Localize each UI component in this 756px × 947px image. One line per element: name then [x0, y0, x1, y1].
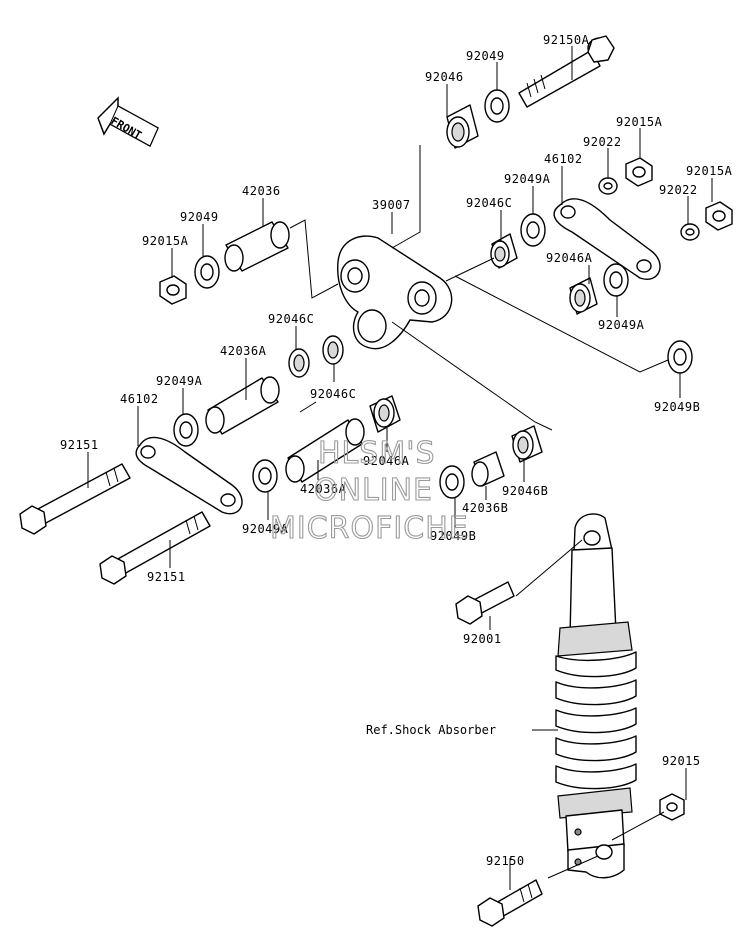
label-92046b: 92046B — [502, 484, 548, 498]
nut-92015a-lower — [705, 201, 733, 231]
bearing-92046c-upper — [490, 233, 518, 269]
bearing-92046a-right — [569, 277, 598, 315]
bolt-92150 — [477, 879, 543, 927]
bolt-92151-upper — [19, 463, 131, 535]
washer-92049a-left — [173, 413, 199, 447]
sleeve-42036b — [471, 451, 505, 487]
nut-92015a-left — [159, 275, 187, 305]
nut-92015a-upper — [625, 157, 653, 187]
bearing-92046b — [511, 425, 543, 463]
watermark-line2: ONLINE — [314, 473, 433, 508]
nut-92015 — [659, 793, 685, 821]
label-92046c-low: 92046C — [310, 387, 356, 401]
washer-92049a-right-upper — [520, 213, 546, 247]
label-92046a-right: 92046A — [546, 251, 593, 265]
label-92046c-mid: 92046C — [268, 312, 314, 326]
part-labels: 92150A 92049 92046 92015A 92022 46102 92… — [60, 33, 733, 868]
bearing-92046-top — [446, 104, 479, 149]
label-92049b-low: 92049B — [430, 529, 476, 543]
shock-absorber — [555, 513, 637, 879]
bearing-92046c-mid-a — [288, 348, 310, 378]
label-92049a-right-low: 92049A — [598, 318, 645, 332]
sleeve-42036a-upper — [205, 376, 280, 435]
label-42036a-upper: 42036A — [220, 344, 267, 358]
washer-92049-top — [484, 89, 510, 123]
rocker-arm-39007 — [337, 235, 453, 350]
washer-92022-upper — [598, 177, 618, 195]
label-92046c-upper: 92046C — [466, 196, 512, 210]
label-92150a: 92150A — [543, 33, 590, 47]
front-arrow-icon: FRONT — [97, 96, 159, 148]
washer-92049b-low — [439, 465, 465, 499]
washer-92049-left — [194, 255, 220, 289]
bolt-92151-lower — [99, 511, 211, 585]
bearing-92046a-mid — [369, 395, 401, 433]
bolt-92001 — [455, 581, 515, 625]
label-46102-left: 46102 — [120, 392, 159, 406]
label-92049a-left: 92049A — [156, 374, 203, 388]
watermark-line3: MICROFICHE — [270, 511, 469, 546]
bolt-92150a — [518, 35, 615, 108]
label-92046-top: 92046 — [425, 70, 464, 84]
label-92150: 92150 — [486, 854, 525, 868]
washer-92049a-center — [252, 459, 278, 493]
label-92049-left: 92049 — [180, 210, 219, 224]
label-92015: 92015 — [662, 754, 701, 768]
leader-lines — [87, 46, 713, 890]
label-46102-right: 46102 — [544, 152, 583, 166]
label-39007: 39007 — [372, 198, 411, 212]
washer-92022-lower — [680, 223, 700, 241]
link-plate-46102-right — [553, 198, 661, 280]
watermark-line1: HLSM'S — [318, 436, 436, 471]
label-92046a-mid: 92046A — [363, 454, 410, 468]
label-92022-1: 92022 — [583, 135, 622, 149]
label-92001: 92001 — [463, 632, 502, 646]
label-ref-shock-absorber: Ref.Shock Absorber — [366, 723, 496, 737]
label-42036a-low: 42036A — [300, 482, 347, 496]
link-plate-46102-left — [135, 436, 243, 515]
label-92049b-right: 92049B — [654, 400, 700, 414]
sleeve-42036 — [224, 221, 290, 272]
watermark: HLSM'S ONLINE MICROFICHE — [269, 435, 469, 546]
label-92015a-2: 92015A — [686, 164, 733, 178]
label-92015a-1: 92015A — [616, 115, 663, 129]
washer-92049b-right — [667, 340, 693, 374]
label-92015a-left: 92015A — [142, 234, 189, 248]
label-92022-2: 92022 — [659, 183, 698, 197]
washer-92049a-right-lower — [603, 263, 629, 297]
sleeve-42036a-low — [285, 418, 365, 483]
label-92049a-right: 92049A — [504, 172, 551, 186]
label-42036b: 42036B — [462, 501, 508, 515]
label-92151-low: 92151 — [147, 570, 186, 584]
bearing-92046c-mid-b — [322, 335, 344, 365]
label-92049-top: 92049 — [466, 49, 505, 63]
label-92049a-low: 92049A — [242, 522, 289, 536]
label-42036: 42036 — [242, 184, 281, 198]
label-92151-upper: 92151 — [60, 438, 99, 452]
